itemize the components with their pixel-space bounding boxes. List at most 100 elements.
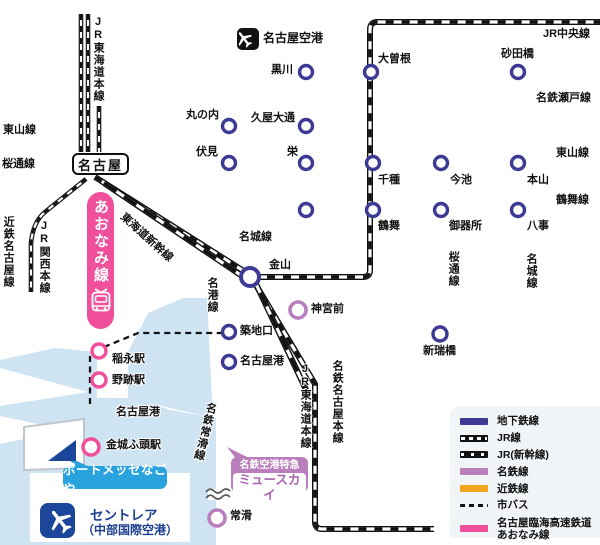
label-yagoto: 八事 bbox=[527, 220, 549, 232]
centrair-label: セントレア bbox=[90, 508, 158, 523]
label-meiko-line: 名港線 bbox=[206, 277, 219, 313]
label-nagoya-airport-label: 名古屋空港 bbox=[263, 31, 324, 45]
label-sakuradori-west: 桜通線 bbox=[2, 158, 35, 170]
nagoya-station-box: 名古屋 bbox=[72, 153, 129, 175]
station-noseki bbox=[90, 371, 108, 389]
station-sakae bbox=[297, 154, 315, 172]
label-higashiyama-east: 東山線 bbox=[556, 147, 589, 159]
train-icon bbox=[91, 288, 110, 312]
centrair-sublabel: （中部国際空港） bbox=[82, 523, 179, 537]
station-aratamabashi bbox=[431, 325, 449, 343]
line-break-wave-icon bbox=[205, 488, 231, 500]
label-jr-kansai-line: JR関西本線 bbox=[38, 220, 51, 294]
station-kanayama bbox=[239, 266, 261, 288]
label-imaike: 今池 bbox=[450, 174, 472, 186]
label-sunadabashi: 砂田橋 bbox=[501, 48, 534, 60]
legend-item-shinkansen: JR(新幹線) bbox=[460, 447, 600, 464]
label-jingumae: 神宮前 bbox=[311, 303, 344, 315]
label-inaei: 稲永駅 bbox=[112, 353, 145, 365]
legend-swatch-shinkansen bbox=[460, 451, 488, 459]
label-tsurumai: 鶴舞 bbox=[378, 220, 400, 232]
line-meiko bbox=[229, 279, 249, 363]
label-ozone: 大曽根 bbox=[378, 53, 411, 65]
nagoya-airport-icon bbox=[232, 27, 259, 51]
label-kintetsu-nagoya-line: 近鉄名古屋線 bbox=[2, 216, 15, 288]
station-jingumae bbox=[288, 300, 308, 320]
musky-badge-line1: 名鉄空港特急 bbox=[239, 460, 300, 471]
label-tokoname: 常滑 bbox=[230, 510, 252, 522]
legend-label-meitetsu: 名鉄線 bbox=[497, 465, 529, 478]
legend-label-bus: 市バス bbox=[497, 499, 529, 512]
station-marunouchi bbox=[220, 117, 238, 135]
label-marunouchi: 丸の内 bbox=[186, 109, 219, 121]
station-kamimaezu bbox=[297, 201, 315, 219]
line-jr-tokaido-north bbox=[81, 14, 88, 152]
stations bbox=[81, 63, 527, 528]
label-sakae: 栄 bbox=[287, 146, 298, 158]
portmesse-building-marker bbox=[48, 440, 76, 461]
station-tokoname bbox=[207, 508, 227, 528]
water-areas bbox=[0, 298, 216, 545]
station-hisayaodori bbox=[297, 117, 315, 135]
station-tsukijiguchi bbox=[220, 323, 238, 341]
label-nagoyako-station: 名古屋港 bbox=[240, 355, 284, 367]
station-ozone bbox=[362, 63, 380, 81]
legend-item-kintetsu: 近鉄線 bbox=[460, 480, 600, 497]
station-imaike bbox=[432, 154, 450, 172]
label-chikusa: 千種 bbox=[378, 174, 400, 186]
legend-swatch-subway bbox=[460, 417, 488, 425]
legend-swatch-kintetsu bbox=[460, 485, 488, 493]
label-gokiso: 御器所 bbox=[449, 220, 482, 232]
label-meijo-line-v: 名城線 bbox=[525, 253, 538, 289]
legend-item-bus: 市バス bbox=[460, 497, 600, 514]
aonami-line-badge: あおなみ線 bbox=[87, 192, 114, 329]
line-city-bus bbox=[88, 331, 223, 408]
label-kurokawa: 黒川 bbox=[271, 64, 293, 76]
station-tsurumai bbox=[364, 201, 382, 219]
label-tsurumai-line: 鶴舞線 bbox=[556, 194, 589, 206]
line-jr-chuo bbox=[251, 22, 600, 277]
label-hisayaodori: 久屋大通 bbox=[251, 112, 295, 124]
label-meitetsu-seto-line: 名鉄瀬戸線 bbox=[536, 92, 591, 104]
musky-badge: 名鉄空港特急 ミュースカイ bbox=[231, 457, 308, 503]
line-kintetsu bbox=[27, 178, 84, 290]
label-higashiyama-west: 東山線 bbox=[3, 124, 36, 136]
label-meitetsu-honsen: 名鉄名古屋本線 bbox=[331, 360, 344, 444]
label-nagoyako-area: 名古屋港 bbox=[116, 406, 160, 418]
label-fushimi: 伏見 bbox=[196, 146, 218, 158]
musky-badge-tail bbox=[227, 447, 253, 460]
legend-swatch-bus bbox=[460, 504, 488, 507]
station-inaei bbox=[90, 342, 108, 360]
legend-swatch-jr bbox=[460, 434, 488, 442]
legend-item-aonami: 名古屋臨海高速鉄道あおなみ線 bbox=[460, 514, 600, 544]
legend-label-subway: 地下鉄線 bbox=[497, 415, 539, 428]
legend-label-shinkansen: JR(新幹線) bbox=[497, 448, 549, 461]
legend-label-jr: JR線 bbox=[497, 432, 521, 445]
legend-item-jr: JR線 bbox=[460, 430, 600, 447]
legend-swatch-meitetsu bbox=[460, 468, 488, 476]
label-kanayama: 金山 bbox=[269, 259, 291, 271]
legend: 地下鉄線 JR線 JR(新幹線) 名鉄線近鉄線市バス名古屋臨海高速鉄道あおなみ線 bbox=[450, 406, 600, 541]
station-chikusa bbox=[364, 154, 382, 172]
legend-label-kintetsu: 近鉄線 bbox=[497, 482, 529, 495]
station-yagoto bbox=[509, 201, 527, 219]
station-gokiso bbox=[432, 201, 450, 219]
label-tsukijiguchi: 築地口 bbox=[240, 325, 273, 337]
station-kinjofuto bbox=[81, 437, 101, 457]
label-sakuradori-v: 桜通線 bbox=[447, 251, 460, 287]
portmesse-badge: ポートメッセなごや bbox=[63, 462, 168, 496]
label-aratamabashi: 新瑞橋 bbox=[423, 345, 456, 357]
legend-item-meitetsu: 名鉄線 bbox=[460, 463, 600, 480]
centrair-airport-icon bbox=[40, 503, 77, 538]
station-motoyama bbox=[509, 154, 527, 172]
musky-badge-line2: ミュースカイ bbox=[233, 473, 306, 503]
station-fushimi bbox=[220, 154, 238, 172]
label-motoyama: 本山 bbox=[527, 174, 549, 186]
label-meijo-line-a: 名城線 bbox=[239, 231, 272, 243]
label-noseki: 野跡駅 bbox=[112, 374, 145, 386]
station-nagoyako bbox=[220, 353, 238, 371]
station-sunadabashi bbox=[509, 63, 527, 81]
label-jr-tokaido-north: JR東海道本線 bbox=[92, 16, 105, 102]
